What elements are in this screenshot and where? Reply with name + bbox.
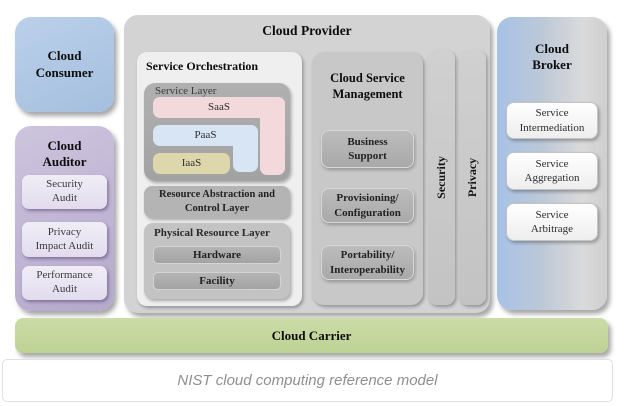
service-orchestration-box: Service Orchestration Service Layer SaaS… — [137, 52, 302, 306]
service-layer-box: Service Layer SaaS PaaS IaaS — [144, 83, 290, 181]
service-aggregation-box: Service Aggregation — [506, 152, 598, 190]
service-layer-label: Service Layer — [155, 85, 217, 97]
security-bar: Security — [428, 50, 455, 305]
iaas-tier: IaaS — [153, 153, 230, 174]
saas-tier: SaaS — [153, 97, 285, 118]
service-arbitrage-box: Service Arbitrage — [506, 203, 598, 241]
security-label: Security — [434, 156, 448, 199]
cloud-auditor-label: Cloud Auditor — [42, 138, 87, 169]
privacy-bar: Privacy — [459, 50, 486, 305]
physical-resource-layer-box: Physical Resource Layer Hardware Facilit… — [144, 223, 290, 299]
cloud-auditor-box: Cloud Auditor Security Audit Privacy Imp… — [15, 126, 114, 311]
cloud-provider-label: Cloud Provider — [262, 23, 352, 38]
figure-caption: NIST cloud computing reference model — [177, 372, 438, 389]
performance-audit-box: Performance Audit — [22, 266, 107, 300]
business-support-box: Business Support — [321, 130, 414, 168]
paas-tier: PaaS — [153, 125, 258, 146]
cloud-broker-box: Cloud Broker Service Intermediation Serv… — [497, 17, 607, 310]
privacy-label: Privacy — [465, 157, 480, 198]
hardware-box: Hardware — [153, 246, 281, 264]
cloud-service-management-label: Cloud Service Management — [330, 71, 405, 102]
cloud-broker-label: Cloud Broker — [532, 41, 572, 73]
privacy-impact-audit-box: Privacy Impact Audit — [22, 222, 107, 257]
cloud-consumer-label: Cloud Consumer — [35, 48, 94, 80]
cloud-provider-box: Cloud Provider Service Orchestration Ser… — [124, 15, 490, 313]
physical-resource-layer-label: Physical Resource Layer — [154, 227, 270, 239]
cloud-service-management-box: Cloud Service Management Business Suppor… — [312, 52, 423, 305]
portability-interoperability-box: Portability/ Interoperability — [321, 245, 414, 280]
service-orchestration-label: Service Orchestration — [146, 59, 259, 73]
cloud-consumer-box: Cloud Consumer — [15, 17, 114, 112]
facility-box: Facility — [153, 272, 281, 290]
figure-caption-card: NIST cloud computing reference model — [2, 359, 613, 402]
provisioning-configuration-box: Provisioning/ Configuration — [321, 188, 414, 223]
service-intermediation-box: Service Intermediation — [506, 102, 598, 139]
cloud-carrier-bar: Cloud Carrier — [15, 318, 608, 353]
resource-abstraction-control-layer-box: Resource Abstraction and Control Layer — [144, 186, 290, 218]
security-audit-box: Security Audit — [22, 175, 107, 209]
